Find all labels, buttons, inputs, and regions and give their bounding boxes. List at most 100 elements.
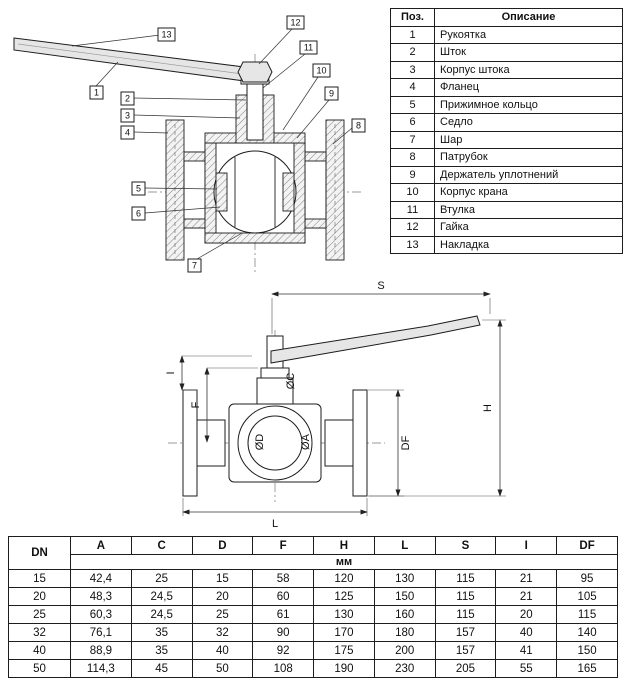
part-pos: 1 bbox=[390, 25, 435, 44]
dims-col-c: C bbox=[130, 536, 193, 555]
dim-cell: 205 bbox=[434, 659, 497, 678]
dim-cell: 175 bbox=[313, 641, 375, 660]
dim-cell: 32 bbox=[191, 623, 254, 642]
part-pos: 6 bbox=[390, 113, 435, 132]
dim-cell: 200 bbox=[373, 641, 436, 660]
dim-label-f: F bbox=[190, 401, 202, 408]
dim-cell: 95 bbox=[556, 569, 618, 588]
dims-header-row: DN A C D F H L S I DF bbox=[8, 536, 618, 570]
part-pos: 3 bbox=[390, 60, 435, 79]
callout-4-label: 4 bbox=[125, 128, 130, 138]
callout-6: 6 bbox=[131, 206, 221, 221]
part-pos: 7 bbox=[390, 130, 435, 149]
dim-F: F bbox=[190, 367, 258, 443]
dims-col-l: L bbox=[373, 536, 436, 555]
dim-cell: 157 bbox=[434, 623, 497, 642]
dim-L: L bbox=[182, 498, 368, 530]
dims-col-f: F bbox=[252, 536, 315, 555]
dim-label-oa: ØA bbox=[300, 433, 312, 450]
part-pos: 10 bbox=[390, 183, 435, 202]
part-desc: Держатель уплотнений bbox=[434, 165, 623, 184]
callout-5: 5 bbox=[131, 181, 218, 196]
dims-col-dn: DN bbox=[8, 536, 71, 570]
part-pos: 8 bbox=[390, 148, 435, 167]
callout-11: 11 bbox=[262, 40, 318, 89]
dim-cell: 90 bbox=[252, 623, 315, 642]
part-pos: 12 bbox=[390, 218, 435, 237]
dim-label-i: I bbox=[165, 371, 177, 374]
part-desc: Прижимное кольцо bbox=[434, 95, 623, 114]
dim-cell: 170 bbox=[313, 623, 375, 642]
dim-cell: 35 bbox=[130, 641, 193, 660]
dim-cell: 25 bbox=[191, 605, 254, 624]
callout-10: 10 bbox=[282, 63, 331, 131]
dim-cell: 45 bbox=[130, 659, 193, 678]
dim-label-h: H bbox=[482, 404, 494, 412]
dim-cell: 130 bbox=[373, 569, 436, 588]
dims-col-h: H bbox=[313, 536, 375, 555]
part-pos: 13 bbox=[390, 235, 435, 254]
dim-cell: 42,4 bbox=[70, 569, 132, 588]
dim-cell: 20 bbox=[8, 587, 71, 606]
dim-cell: 40 bbox=[191, 641, 254, 660]
right-flange bbox=[304, 119, 345, 261]
dim-cell: 157 bbox=[434, 641, 497, 660]
stem-assembly bbox=[235, 81, 275, 144]
part-desc: Патрубок bbox=[434, 148, 623, 167]
dims-col-s: S bbox=[434, 536, 497, 555]
callout-10-label: 10 bbox=[316, 66, 326, 76]
dim-cell: 35 bbox=[130, 623, 193, 642]
callout-12-label: 12 bbox=[290, 18, 300, 28]
stem-nut bbox=[237, 61, 273, 85]
dim-cell: 114,3 bbox=[70, 659, 132, 678]
left-flange bbox=[165, 119, 206, 261]
dims-col-d: D bbox=[191, 536, 254, 555]
part-desc: Корпус штока bbox=[434, 60, 623, 79]
callout-4: 4 bbox=[120, 125, 169, 140]
part-desc: Фланец bbox=[434, 78, 623, 97]
part-desc: Гайка bbox=[434, 218, 623, 237]
dims-col-df: DF bbox=[556, 536, 618, 555]
dim-cell: 88,9 bbox=[70, 641, 132, 660]
dim-cell: 230 bbox=[373, 659, 436, 678]
dim-cell: 15 bbox=[191, 569, 254, 588]
seats bbox=[215, 172, 295, 212]
callout-3-label: 3 bbox=[125, 111, 130, 121]
callout-5-label: 5 bbox=[136, 184, 141, 194]
dim-cell: 15 bbox=[8, 569, 71, 588]
dim-cell: 24,5 bbox=[130, 605, 193, 624]
dim-cell: 60,3 bbox=[70, 605, 132, 624]
dim-cell: 105 bbox=[556, 587, 618, 606]
callout-2-label: 2 bbox=[125, 94, 130, 104]
dim-cell: 108 bbox=[252, 659, 315, 678]
dims-row: 20 48,3 24,5 20 60 125 150 115 21 105 bbox=[8, 587, 618, 606]
part-desc: Седло bbox=[434, 113, 623, 132]
callout-8-label: 8 bbox=[356, 121, 361, 131]
part-pos: 11 bbox=[390, 200, 435, 219]
dim-cell: 21 bbox=[495, 587, 558, 606]
dimensions-table: DN A C D F H L S I DF мм 15 42,4 25 15 5… bbox=[8, 536, 618, 678]
callout-8: 8 bbox=[332, 118, 366, 145]
callout-9-label: 9 bbox=[329, 89, 334, 99]
dim-cell: 58 bbox=[252, 569, 315, 588]
dim-cell: 180 bbox=[373, 623, 436, 642]
part-desc: Втулка bbox=[434, 200, 623, 219]
dim-cell: 50 bbox=[191, 659, 254, 678]
dims-row: 15 42,4 25 15 58 120 130 115 21 95 bbox=[8, 569, 618, 588]
dim-cell: 120 bbox=[313, 569, 375, 588]
valve-assembly-drawing: 1 2 3 4 5 6 7 bbox=[13, 15, 366, 274]
part-desc: Шток bbox=[434, 43, 623, 62]
dim-S: S bbox=[271, 280, 491, 334]
valve-dimension-drawing: S H I F ØC ØD ØA bbox=[165, 280, 506, 530]
dim-cell: 21 bbox=[495, 569, 558, 588]
callout-7: 7 bbox=[187, 232, 243, 273]
dim-cell: 50 bbox=[8, 659, 71, 678]
